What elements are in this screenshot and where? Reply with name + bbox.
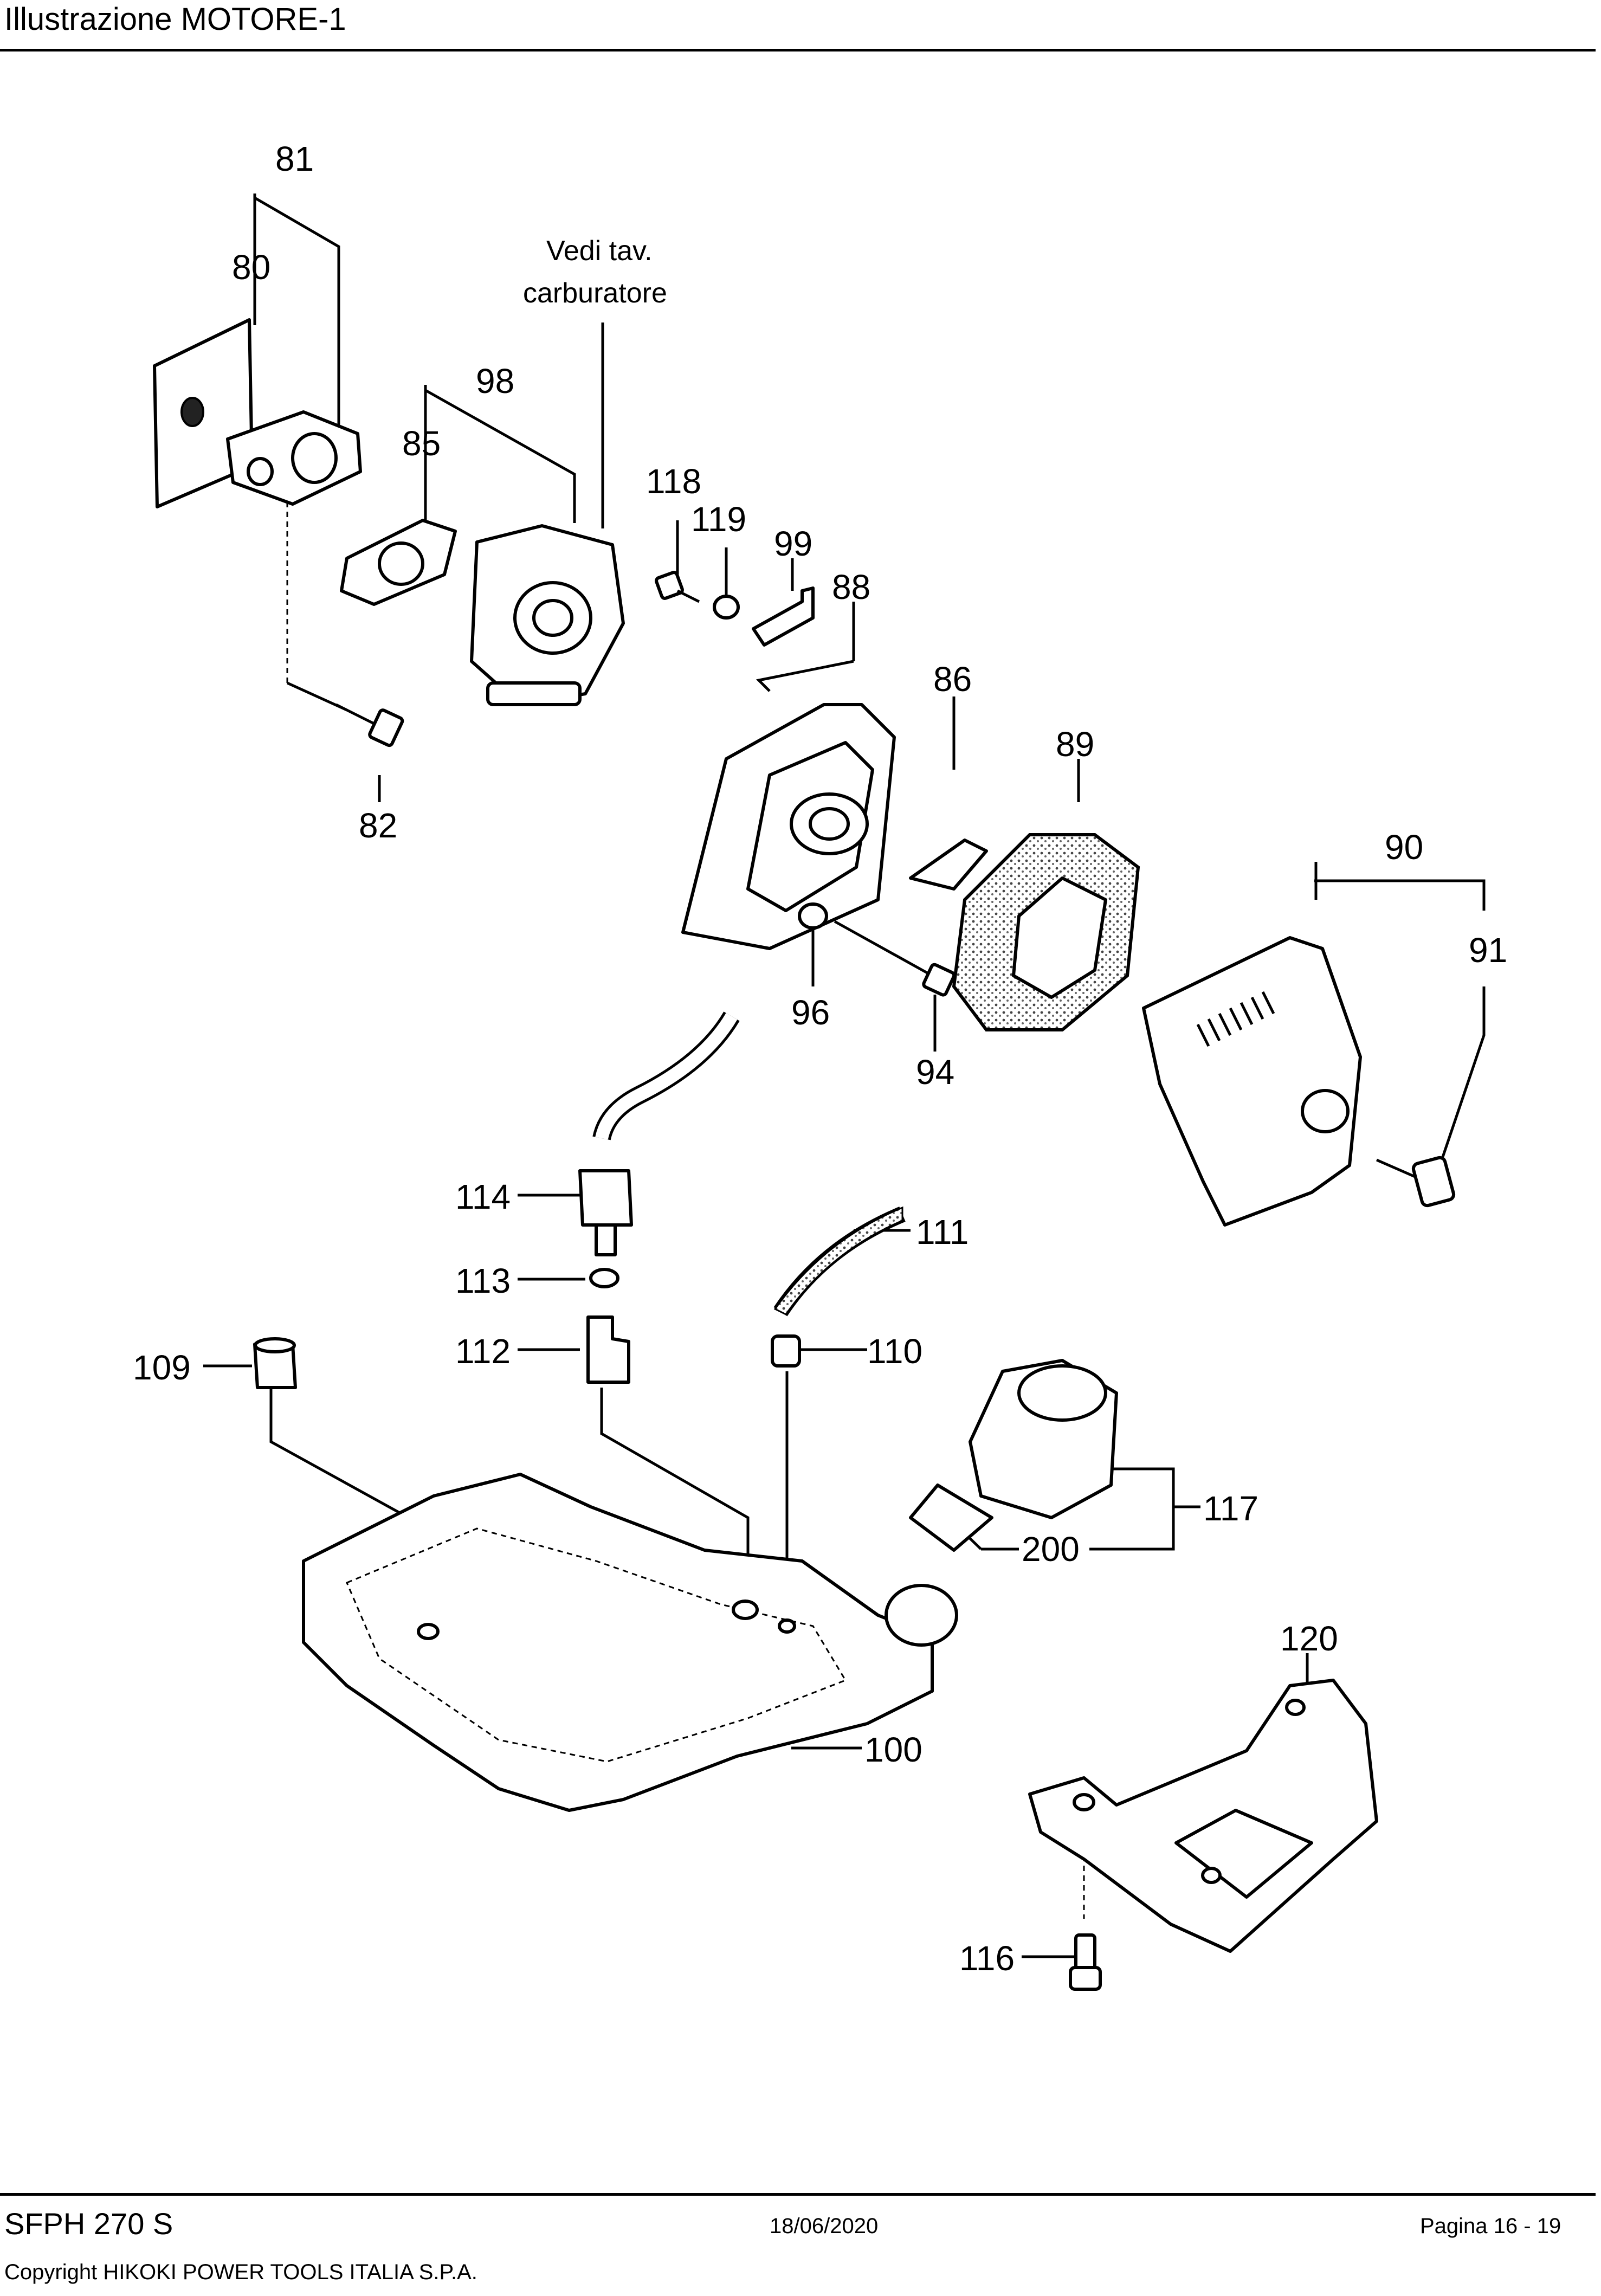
callout-114: 114 — [455, 1177, 511, 1216]
callout-119: 119 — [691, 500, 746, 539]
callout-98: 98 — [476, 362, 514, 401]
callout-110: 110 — [867, 1332, 922, 1371]
callout-82: 82 — [359, 806, 397, 845]
header-divider — [0, 49, 1596, 51]
callout-120: 120 — [1280, 1619, 1338, 1658]
callout-90: 90 — [1385, 828, 1423, 867]
tank-neck — [885, 1584, 958, 1647]
grommet — [586, 1315, 630, 1384]
callout-88: 88 — [832, 567, 870, 607]
mounting-bracket — [1028, 1679, 1378, 1953]
leader-lines — [203, 194, 1486, 1958]
callout-117: 117 — [1203, 1489, 1258, 1528]
callout-116: 116 — [959, 1939, 1015, 1978]
model-name: SFPH 270 S — [4, 2207, 173, 2241]
choke-link — [752, 586, 815, 647]
callout-118: 118 — [646, 462, 701, 501]
carburettor-note-line1: Vedi tav. — [546, 235, 653, 267]
page-title: Illustrazione MOTORE-1 — [4, 2, 346, 37]
copyright: Copyright HIKOKI POWER TOOLS ITALIA S.P.… — [4, 2260, 477, 2284]
callout-113: 113 — [455, 1261, 511, 1300]
parts — [153, 318, 1456, 1991]
page-number: Pagina 16 - 19 — [1420, 2214, 1561, 2238]
fuel-tank — [302, 1473, 934, 1812]
callout-89: 89 — [1056, 725, 1094, 764]
cap-retainer — [909, 1484, 993, 1552]
callout-109: 109 — [133, 1348, 191, 1387]
choke-plate — [909, 839, 988, 891]
exploded-parts-diagram: 81 80 98 85 118 119 99 88 86 89 90 91 82… — [133, 139, 1507, 1991]
air-filter-cover — [1142, 936, 1362, 1227]
callout-80: 80 — [232, 248, 270, 287]
callout-100: 100 — [864, 1730, 922, 1769]
fuel-filter — [578, 1169, 633, 1227]
callout-86: 86 — [933, 660, 972, 699]
footer-divider — [0, 2193, 1596, 2196]
carburettor-note-line2: carburatore — [523, 278, 667, 309]
callout-labels: 81 80 98 85 118 119 99 88 86 89 90 91 82… — [133, 139, 1507, 1978]
callout-81: 81 — [275, 139, 314, 178]
document-date: 18/06/2020 — [770, 2214, 879, 2238]
page-header: Illustrazione MOTORE-1 — [0, 0, 1601, 51]
callout-96: 96 — [791, 993, 830, 1032]
callout-85: 85 — [402, 424, 441, 463]
callout-200: 200 — [1022, 1530, 1080, 1569]
callout-99: 99 — [774, 524, 812, 563]
callout-111: 111 — [916, 1213, 969, 1252]
callout-112: 112 — [455, 1332, 511, 1371]
callout-94: 94 — [916, 1053, 954, 1092]
callout-91: 91 — [1469, 931, 1507, 970]
